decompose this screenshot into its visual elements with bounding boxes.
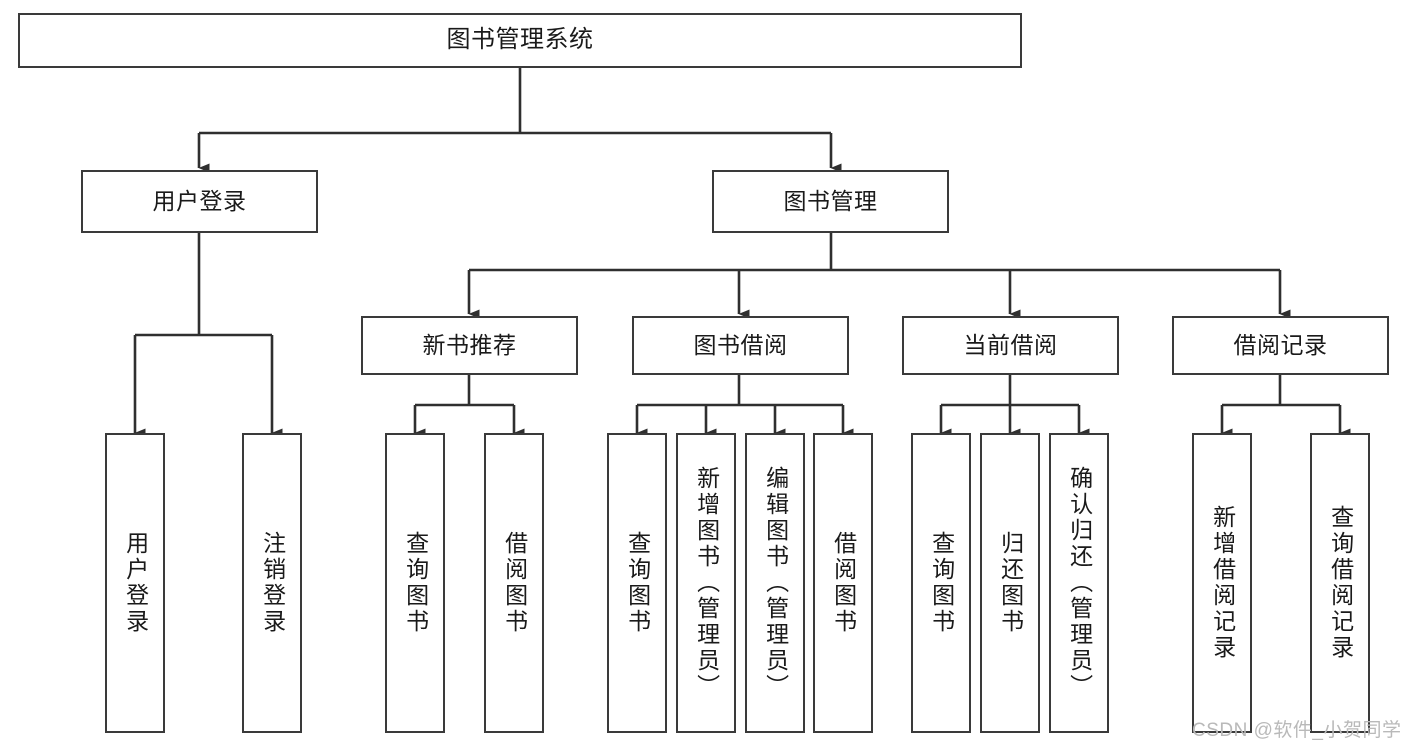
node-label: 当前借阅 xyxy=(963,331,1058,358)
leaf-edit-book-admin[interactable]: 编辑图书（管理员） xyxy=(745,433,805,733)
leaf-query-book-borrow[interactable]: 查询图书 xyxy=(607,433,667,733)
node-label: 新书推荐 xyxy=(422,331,517,358)
node-label: 用户登录 xyxy=(122,531,149,635)
node-label: 图书管理 xyxy=(783,187,878,214)
node-label: 编辑图书（管理员） xyxy=(762,466,789,700)
node-root-system[interactable]: 图书管理系统 xyxy=(18,13,1022,68)
node-borrow-record[interactable]: 借阅记录 xyxy=(1172,316,1389,375)
csdn-watermark: CSDN @软件_小贺同学 xyxy=(1192,720,1402,741)
node-current-borrow[interactable]: 当前借阅 xyxy=(902,316,1119,375)
node-label: 图书借阅 xyxy=(693,331,788,358)
leaf-logout[interactable]: 注销登录 xyxy=(242,433,302,733)
node-label: 借阅图书 xyxy=(830,531,857,635)
leaf-confirm-return-admin[interactable]: 确认归还（管理员） xyxy=(1049,433,1109,733)
node-label: 借阅记录 xyxy=(1233,331,1328,358)
node-label: 注销登录 xyxy=(259,531,286,635)
node-new-book-recommend[interactable]: 新书推荐 xyxy=(361,316,578,375)
leaf-query-book-recommend[interactable]: 查询图书 xyxy=(385,433,445,733)
leaf-return-book[interactable]: 归还图书 xyxy=(980,433,1040,733)
leaf-borrow-book[interactable]: 借阅图书 xyxy=(813,433,873,733)
leaf-query-book-current[interactable]: 查询图书 xyxy=(911,433,971,733)
leaf-add-borrow-record[interactable]: 新增借阅记录 xyxy=(1192,433,1252,733)
node-label: 查询图书 xyxy=(928,531,955,635)
leaf-add-book-admin[interactable]: 新增图书（管理员） xyxy=(676,433,736,733)
leaf-borrow-book-recommend[interactable]: 借阅图书 xyxy=(484,433,544,733)
node-label: 新增图书（管理员） xyxy=(693,466,720,700)
leaf-query-borrow-record[interactable]: 查询借阅记录 xyxy=(1310,433,1370,733)
node-user-login[interactable]: 用户登录 xyxy=(81,170,318,233)
node-label: 查询借阅记录 xyxy=(1327,505,1354,661)
node-label: 查询图书 xyxy=(624,531,651,635)
node-label: 图书管理系统 xyxy=(446,26,594,54)
node-book-management[interactable]: 图书管理 xyxy=(712,170,949,233)
leaf-user-login[interactable]: 用户登录 xyxy=(105,433,165,733)
node-book-borrow[interactable]: 图书借阅 xyxy=(632,316,849,375)
node-label: 借阅图书 xyxy=(501,531,528,635)
node-label: 查询图书 xyxy=(402,531,429,635)
node-label: 归还图书 xyxy=(997,531,1024,635)
node-label: 确认归还（管理员） xyxy=(1066,466,1093,700)
node-label: 新增借阅记录 xyxy=(1209,505,1236,661)
node-label: 用户登录 xyxy=(152,187,247,214)
